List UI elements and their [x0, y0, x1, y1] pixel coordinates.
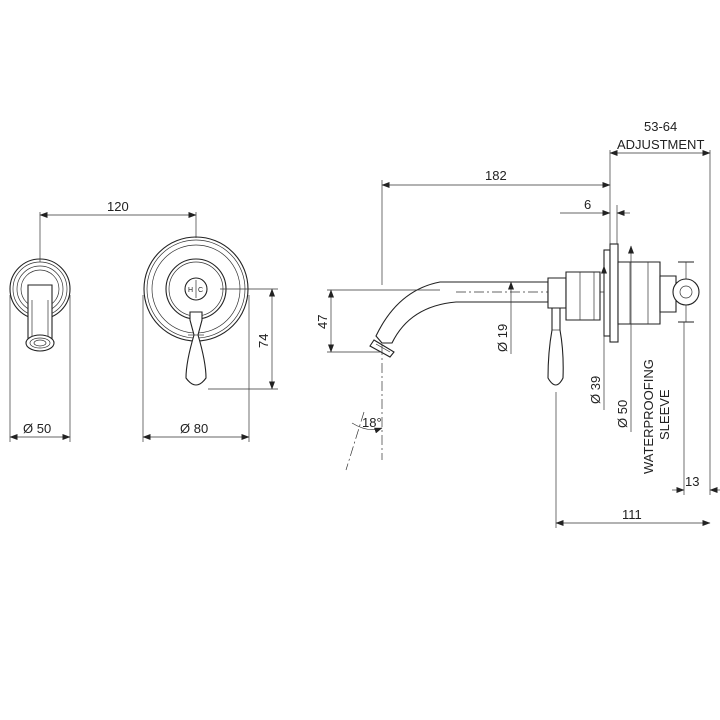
dim-dia-80: Ø 80 — [180, 421, 208, 436]
dim-dia-50-sleeve: Ø 50 — [615, 400, 630, 428]
dim-dia-39: Ø 39 — [588, 376, 603, 404]
hot-marking: H — [188, 287, 193, 294]
dim-height-47: 47 — [315, 315, 330, 329]
dim-dia-19: Ø 19 — [495, 324, 510, 352]
dimension-labels: Ø 50 120 Ø 80 74 47 182 18° Ø 19 Ø 39 Ø … — [23, 119, 704, 522]
sleeve-label-waterproofing: WATERPROOFING — [641, 359, 656, 474]
mixer-front-view: H C — [142, 212, 278, 442]
cold-marking: C — [198, 287, 203, 294]
dim-depth-13: 13 — [685, 474, 699, 489]
dim-adjustment-range: 53-64 — [644, 119, 677, 134]
dim-length-182: 182 — [485, 168, 507, 183]
dimension-lines — [9, 150, 720, 526]
dim-height-74: 74 — [256, 334, 271, 348]
dim-depth-111: 111 — [622, 507, 642, 522]
spout-front-view — [9, 212, 71, 442]
sleeve-label-sleeve: SLEEVE — [657, 389, 672, 440]
dim-gap-6: 6 — [584, 197, 591, 212]
dim-width-120: 120 — [107, 199, 129, 214]
dim-adjustment-label: ADJUSTMENT — [617, 137, 704, 152]
dim-angle-18: 18° — [362, 415, 382, 430]
dim-dia-50-left: Ø 50 — [23, 421, 51, 436]
side-view — [327, 150, 711, 528]
